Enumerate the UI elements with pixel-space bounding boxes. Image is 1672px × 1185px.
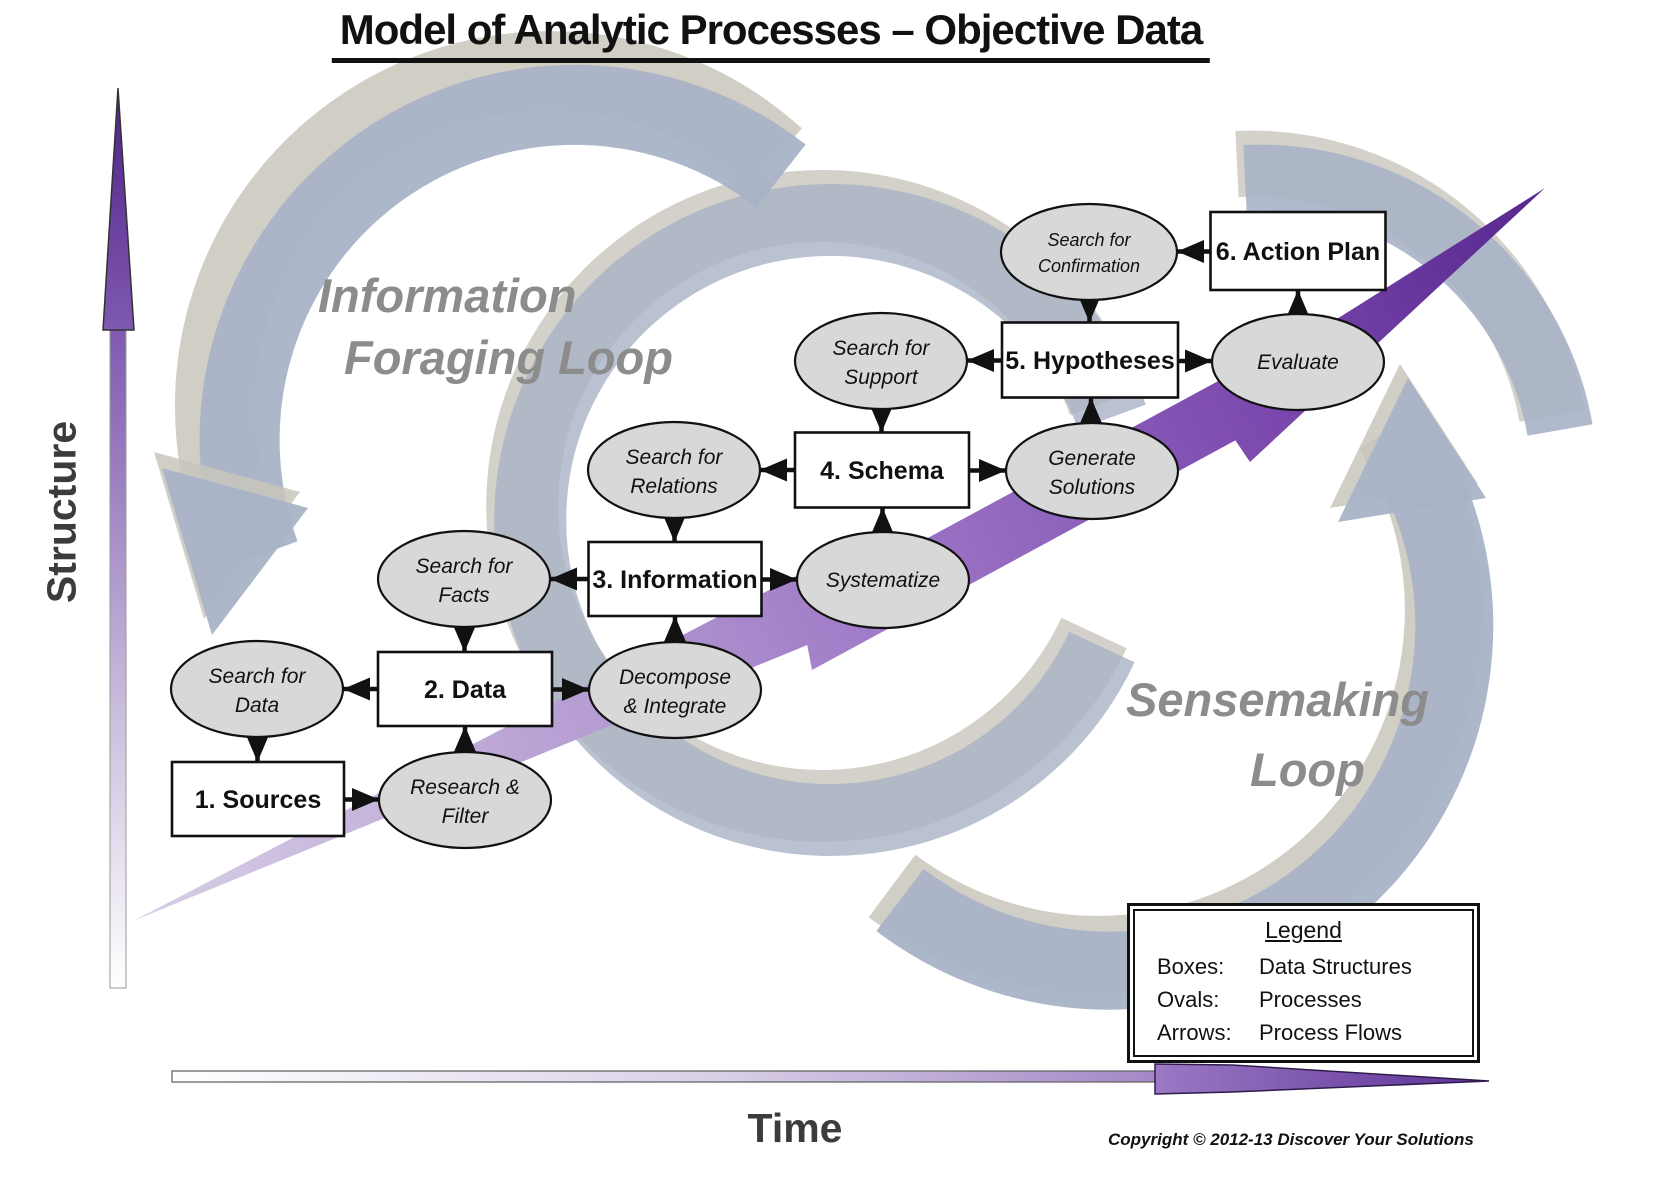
information-foraging-loop-label-line2: Foraging Loop [344, 331, 673, 384]
box-information: 3. Information [587, 540, 763, 618]
edge-search-relations-to-information [663, 515, 686, 542]
legend-row-boxes: Boxes: Data Structures [1135, 950, 1472, 983]
legend-desc: Process Flows [1259, 1020, 1403, 1045]
box-action-plan: 6. Action Plan [1209, 210, 1387, 292]
box-label: 2. Data [424, 676, 507, 704]
sensemaking-loop-label-line1: Sensemaking [1126, 673, 1430, 726]
data-structure-boxes: 1. Sources 2. Data 3. Information 4. Schema… [170, 210, 1387, 838]
oval-label: Systematize [826, 569, 940, 592]
edge-schema-to-generate-solutions [969, 459, 1006, 482]
oval-label: Search for [209, 665, 307, 688]
edge-sources-to-research-filter [344, 788, 379, 811]
oval-decompose-integrate: Decompose & Integrate [587, 640, 763, 740]
legend-desc: Data Structures [1259, 954, 1412, 979]
box-label: 1. Sources [195, 786, 321, 814]
legend-row-ovals: Ovals: Processes [1135, 983, 1472, 1016]
box-label: 6. Action Plan [1216, 238, 1380, 266]
box-sources: 1. Sources [170, 760, 346, 838]
edge-search-data-to-sources [246, 735, 269, 762]
oval-label: Search for [626, 446, 724, 469]
edge-generate-solutions-to-hypotheses [1079, 397, 1103, 425]
oval-evaluate: Evaluate [1210, 312, 1386, 412]
edge-hypotheses-to-search-support [967, 349, 1002, 372]
edge-evaluate-to-action-plan [1286, 290, 1310, 317]
oval-label: Search for [1047, 230, 1131, 250]
legend-box: Legend Boxes: Data Structures Ovals: Pro… [1127, 903, 1480, 1063]
structure-axis-label: Structure [38, 420, 85, 604]
oval-label: Confirmation [1038, 256, 1140, 276]
legend-inner-border: Legend Boxes: Data Structures Ovals: Pro… [1133, 909, 1474, 1057]
structure-axis-arrow [102, 87, 135, 989]
edge-systematize-to-schema [871, 507, 894, 535]
background-loops [154, 31, 1593, 1010]
box-data: 2. Data [376, 650, 554, 728]
information-foraging-loop-label-line1: Information [318, 269, 577, 322]
oval-label: Support [844, 366, 919, 389]
box-label: 4. Schema [820, 457, 945, 485]
box-hypotheses: 5. Hypotheses [1000, 321, 1180, 399]
oval-label: Generate [1048, 447, 1136, 470]
edge-search-confirmation-to-hypotheses [1078, 295, 1101, 323]
box-label: 5. Hypotheses [1005, 347, 1175, 375]
process-flow-arrows [246, 240, 1310, 811]
box-schema: 4. Schema [793, 431, 971, 509]
oval-label: Research & [410, 776, 520, 799]
oval-label: Evaluate [1257, 351, 1339, 374]
legend-desc: Processes [1259, 987, 1362, 1012]
legend-term: Ovals: [1157, 987, 1220, 1012]
edge-research-filter-to-data [453, 726, 477, 753]
edge-search-support-to-schema [870, 405, 893, 433]
page-title: Model of Analytic Processes – Objective … [331, 6, 1211, 63]
oval-label: Decompose [619, 666, 731, 689]
legend-term: Boxes: [1157, 954, 1225, 979]
foraging-loop-arrowhead [162, 468, 308, 635]
box-label: 3. Information [592, 566, 757, 594]
edge-search-facts-to-data [453, 625, 476, 652]
edge-hypotheses-to-evaluate [1178, 349, 1212, 373]
oval-label: & Integrate [624, 695, 727, 718]
time-axis-label: Time [747, 1105, 843, 1151]
edge-decompose-integrate-to-information [663, 616, 687, 643]
time-axis-arrow [171, 1063, 1490, 1095]
oval-label: Filter [442, 805, 490, 828]
legend-term: Arrows: [1157, 1020, 1232, 1045]
edge-information-to-systematize [761, 568, 797, 591]
edge-information-to-search-facts [550, 567, 589, 591]
oval-systematize: Systematize [795, 530, 971, 630]
sensemaking-loop-arrowhead [1338, 378, 1486, 522]
oval-label: Data [235, 694, 279, 717]
sensemaking-loop-label-line2: Loop [1250, 743, 1365, 796]
oval-label: Relations [630, 475, 718, 498]
edge-data-to-search-data [343, 677, 378, 701]
oval-label: Search for [416, 555, 514, 578]
legend-title: Legend [1265, 917, 1342, 943]
legend-row-arrows: Arrows: Process Flows [1135, 1016, 1472, 1049]
oval-label: Solutions [1049, 476, 1136, 499]
copyright-text: Copyright © 2012-13 Discover Your Soluti… [1108, 1130, 1474, 1149]
edge-schema-to-search-relations [760, 458, 795, 482]
oval-label: Search for [833, 337, 931, 360]
edge-action-plan-to-search-confirmation [1177, 240, 1211, 263]
oval-research-filter: Research & Filter [377, 750, 553, 850]
oval-label: Facts [438, 584, 490, 607]
edge-data-to-decompose-integrate [552, 678, 589, 701]
